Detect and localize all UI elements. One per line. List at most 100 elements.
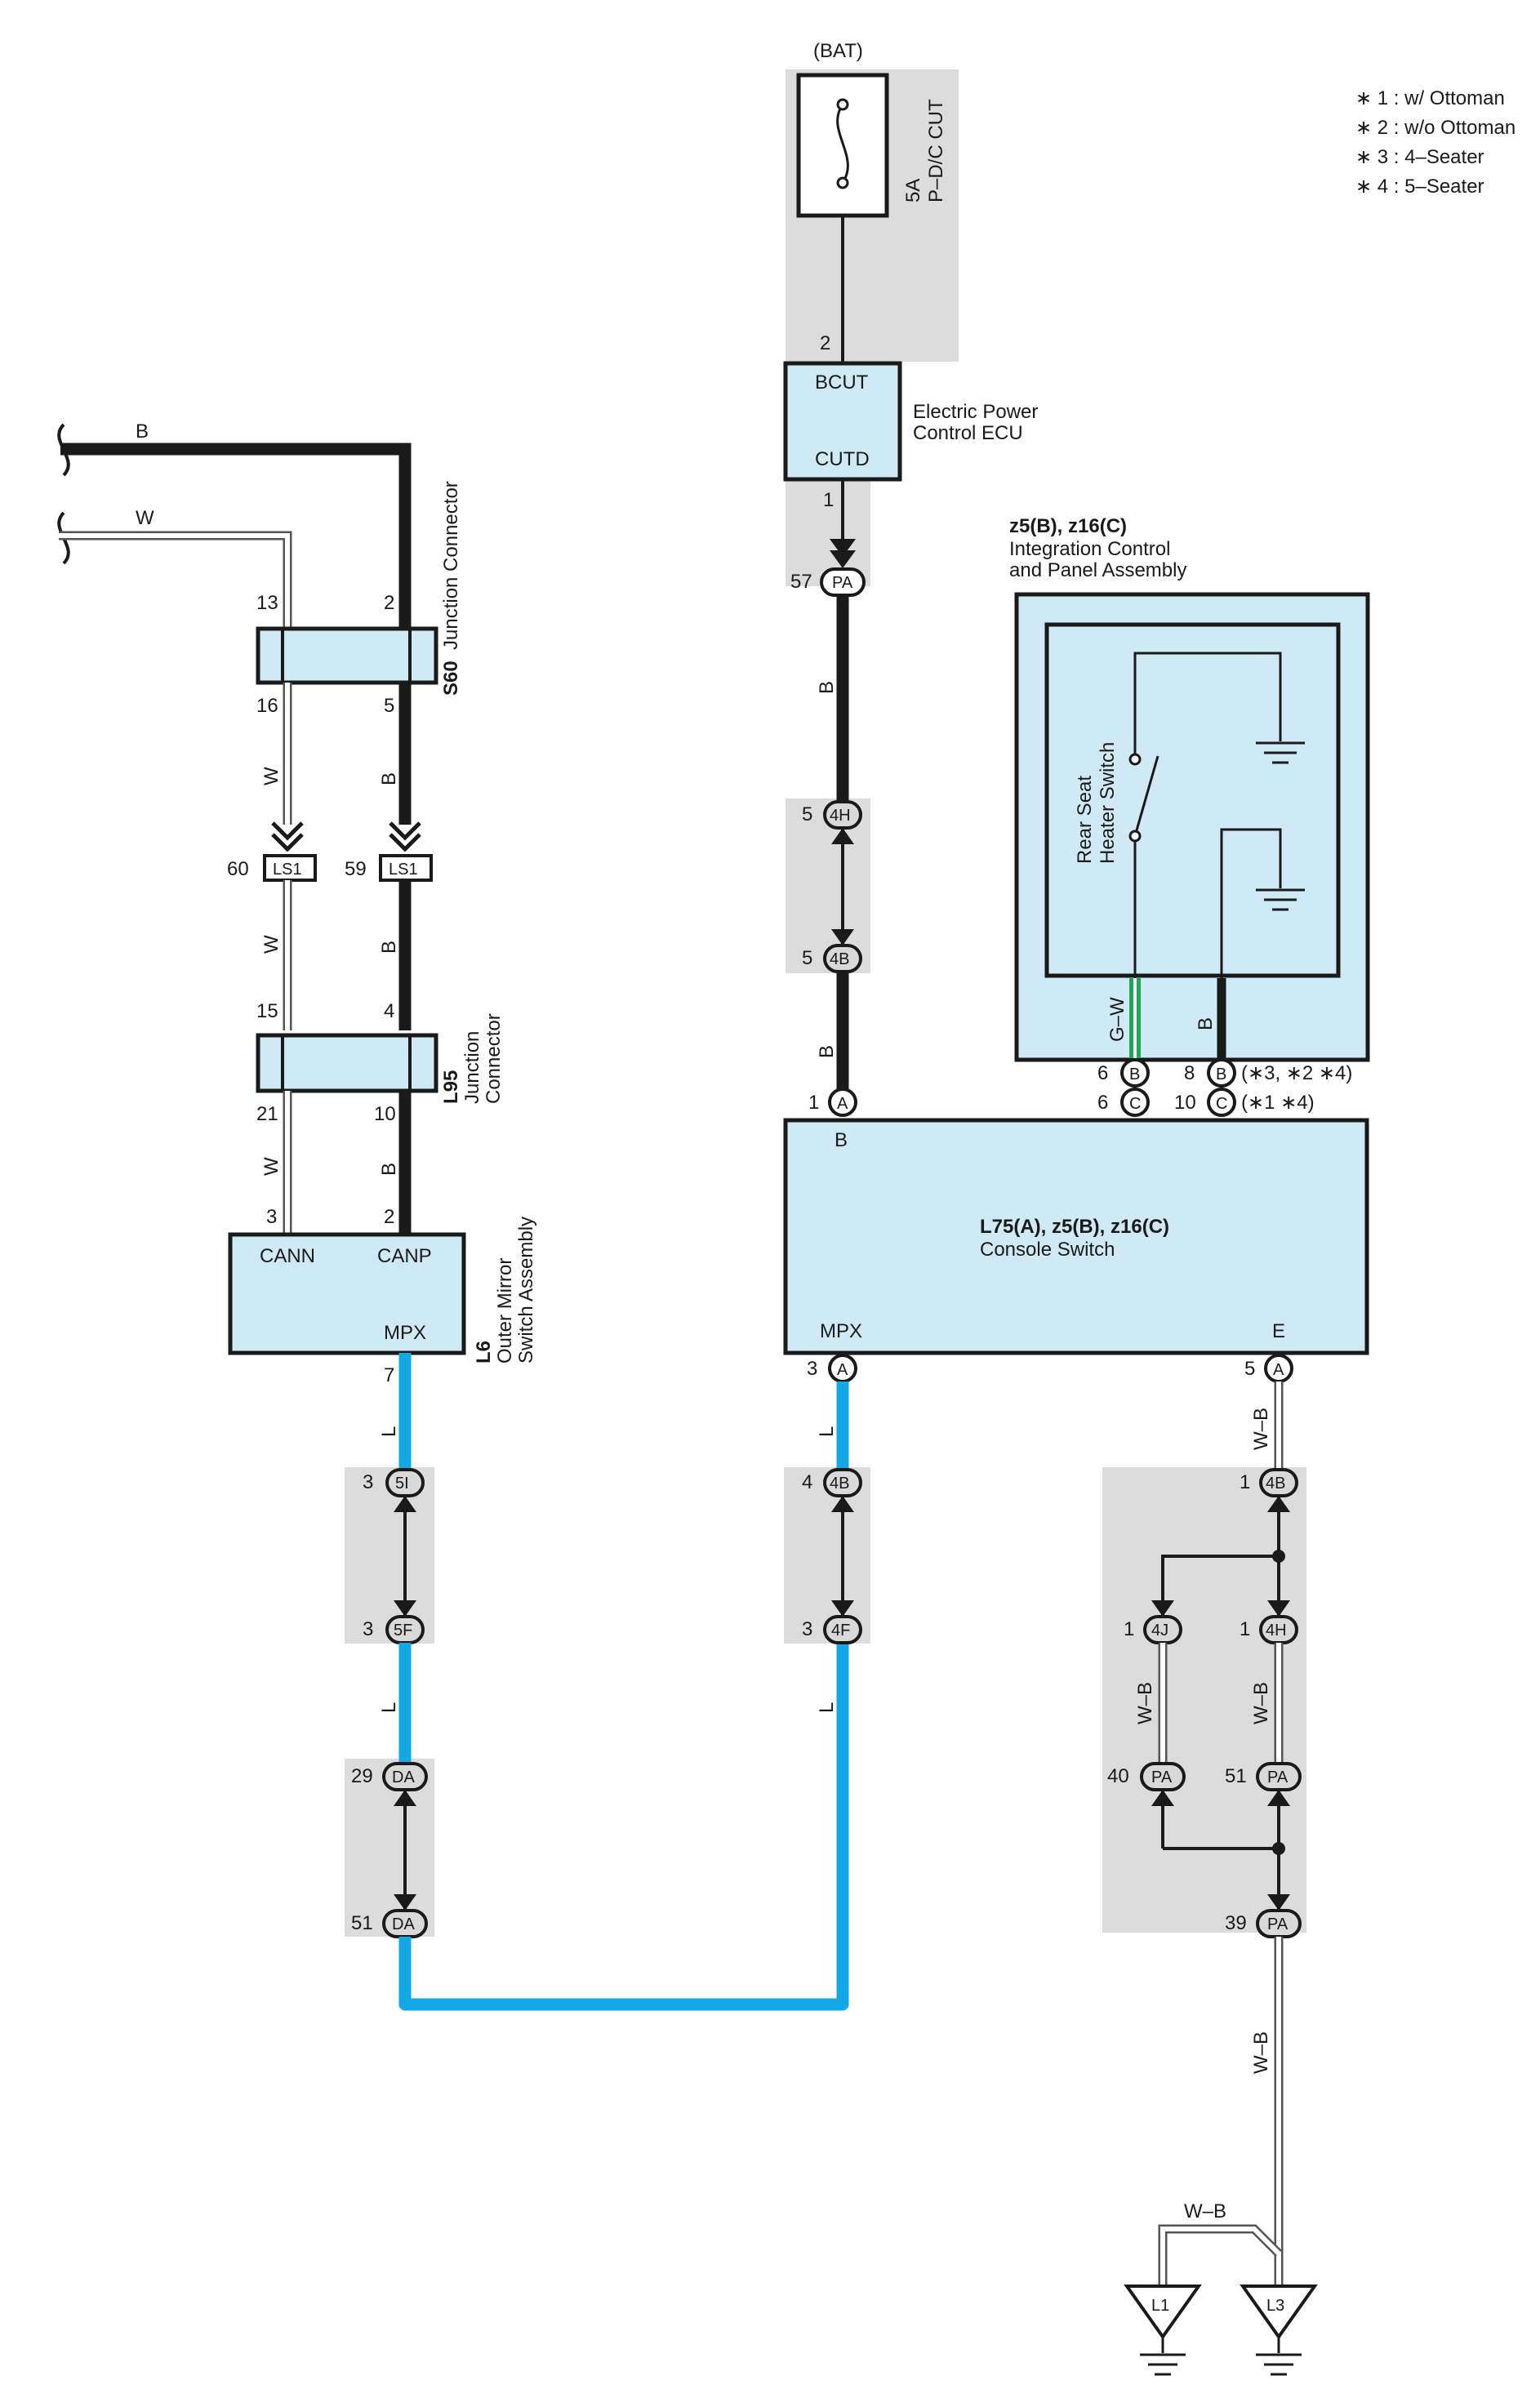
arrow-icon: [830, 550, 856, 568]
pin-label: 57: [790, 571, 812, 593]
connector-label: 4F: [831, 1622, 850, 1639]
arrow-icon: [1151, 1600, 1174, 1617]
integration-name: Integration Control: [1009, 538, 1170, 560]
wire-color-label: W–B: [1250, 1682, 1272, 1724]
pin-label: 1: [808, 1092, 819, 1114]
connector-label: 5F: [394, 1622, 412, 1639]
l95-code: L95: [440, 1070, 462, 1104]
arrow-icon: [830, 539, 856, 557]
connector-label: 4B: [1266, 1475, 1285, 1493]
joint-4h-4b-shade: [786, 799, 870, 973]
pin-label: 3: [266, 1206, 277, 1228]
pin-label: 51: [1225, 1765, 1247, 1787]
wire-w-b-core: [1160, 2227, 1281, 2286]
connector-label: PA: [1267, 1768, 1289, 1786]
fuse-name: P–D/C CUT: [925, 99, 947, 202]
connector-label: A: [1273, 1361, 1284, 1379]
connector-label: 4H: [830, 807, 851, 825]
wire-color-label: L: [378, 1702, 400, 1713]
arrow-icon: [831, 1496, 854, 1512]
ground-icon: [1256, 741, 1305, 764]
pin-label: 59: [345, 858, 367, 880]
wire-w-core: [59, 533, 290, 629]
connector-label: A: [837, 1095, 848, 1113]
switch-name: Heater Switch: [1097, 742, 1119, 864]
pin-label: 3: [807, 1358, 817, 1380]
connector-ls1: [379, 854, 433, 882]
console-name: Console Switch: [980, 1239, 1115, 1261]
arrow-icon: [1267, 1894, 1290, 1911]
wire-color-label: W–B: [1250, 2031, 1272, 2074]
wire-color-label: B: [816, 1045, 838, 1058]
l6-name: Outer Mirror: [494, 1258, 516, 1364]
integration-control-panel: [1014, 592, 1370, 1062]
connector-label: LS1: [273, 861, 302, 879]
connector-label: 4B: [830, 950, 849, 968]
pin-label: 1: [1240, 1618, 1250, 1640]
pin-label: 3: [363, 1471, 373, 1493]
connector-label: 5I: [395, 1475, 409, 1493]
ecu-name: Electric Power: [913, 401, 1038, 423]
arrow-icon: [394, 1894, 416, 1911]
pin-label: 6: [1097, 1062, 1108, 1084]
switch-lever-icon: [1133, 755, 1159, 837]
wire-color-label: B: [816, 681, 838, 694]
legend-item: ∗ 3 : 4–Seater: [1355, 146, 1484, 168]
ecu-pin-cutd: CUTD: [815, 448, 870, 470]
arrow-icon: [1151, 1790, 1174, 1806]
chevron-down-icon: [271, 821, 304, 841]
pin-label: 2: [384, 592, 394, 614]
bat-label: (BAT): [813, 40, 863, 62]
fuse-terminal: [836, 176, 849, 189]
ground-label: L3: [1266, 2297, 1284, 2315]
s60-name: Junction Connector: [440, 481, 462, 650]
pin-label: 2: [820, 332, 830, 354]
connector-label: C: [1129, 1095, 1141, 1113]
pin-label: 51: [351, 1912, 373, 1934]
arrow-icon: [1267, 1496, 1290, 1512]
wire-color-label: L: [378, 1426, 400, 1437]
joint-line: [1161, 1555, 1279, 1617]
legend-item: ∗ 1 : w/ Ottoman: [1355, 87, 1505, 109]
wire-color-label: G–W: [1106, 997, 1128, 1042]
pin-label: 13: [256, 592, 278, 614]
wire-color-label: B: [378, 941, 400, 954]
pin-label: 1: [1240, 1471, 1250, 1493]
pin-label: 60: [227, 858, 249, 880]
rear-seat-heater-switch-box: [1044, 622, 1341, 978]
pin-label: 8: [1184, 1062, 1195, 1084]
pin-label: 5: [384, 695, 394, 717]
pin-label: 5: [1244, 1358, 1255, 1380]
wire-color-label: L: [816, 1702, 838, 1713]
arrow-icon: [1267, 1790, 1290, 1806]
pin-label: 7: [384, 1364, 394, 1386]
pin-label: 4: [384, 1000, 394, 1022]
pin-label: 15: [256, 1000, 278, 1022]
joint-5i-5f-shade: [345, 1467, 434, 1644]
fuse-rating: 5A: [902, 179, 924, 202]
arrow-icon: [831, 828, 854, 844]
console-code: L75(A), z5(B), z16(C): [980, 1216, 1169, 1238]
pin-label: 5: [802, 947, 812, 969]
connector-label: 4H: [1266, 1622, 1287, 1639]
arrow-icon: [394, 1790, 416, 1806]
arrow-icon: [394, 1600, 416, 1617]
splice-dot: [1272, 1842, 1285, 1855]
connector-b: [1120, 1058, 1150, 1088]
ecu-name: Control ECU: [913, 422, 1023, 444]
l6-pin-mpx: MPX: [384, 1322, 426, 1344]
l95-name: Junction: [461, 1031, 483, 1104]
wire-b: [60, 443, 412, 629]
ecu-lower-shade: [786, 478, 870, 586]
junction-connector-l95: [256, 1033, 438, 1093]
pin-label: 3: [363, 1618, 373, 1640]
connector-label: LS1: [389, 861, 418, 879]
l6-pin-cann: CANN: [260, 1245, 315, 1267]
wire-color-label: W: [260, 935, 283, 954]
arrow-icon: [1267, 1600, 1290, 1617]
switch-contact-icon: [1128, 753, 1142, 766]
pin-label: 40: [1107, 1765, 1129, 1787]
console-pin-mpx: MPX: [820, 1320, 862, 1342]
console-pin-b: B: [835, 1129, 848, 1151]
legend-item: ∗ 2 : w/o Ottoman: [1355, 117, 1516, 139]
